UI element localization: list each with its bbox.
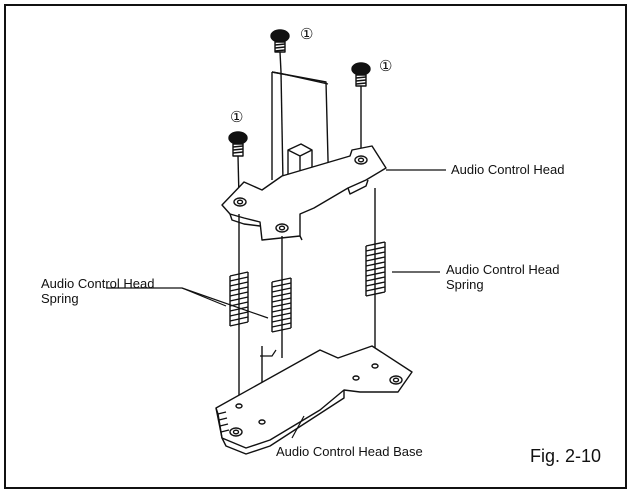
label-audio-control-head: Audio Control Head (451, 162, 565, 177)
screw-callout-1: ① (300, 26, 314, 43)
spring-left-1 (229, 271, 249, 327)
label-head-base: Audio Control Head Base (276, 444, 423, 459)
screw-right (351, 62, 371, 87)
leader-lines (106, 169, 446, 439)
screw-callout-3: ① (230, 109, 244, 126)
spring-left-2 (271, 277, 292, 333)
spring-right (365, 241, 386, 297)
label-spring-right: Audio Control Head Spring (446, 262, 560, 292)
label-spring-left: Audio Control Head Spring (41, 276, 155, 306)
figure-caption: Fig. 2-10 (530, 446, 602, 466)
screw-callout-2: ① (379, 58, 393, 75)
audio-control-head (221, 71, 387, 241)
screw-top (270, 29, 290, 53)
screw-left (228, 131, 248, 157)
audio-control-head-base (215, 345, 413, 455)
